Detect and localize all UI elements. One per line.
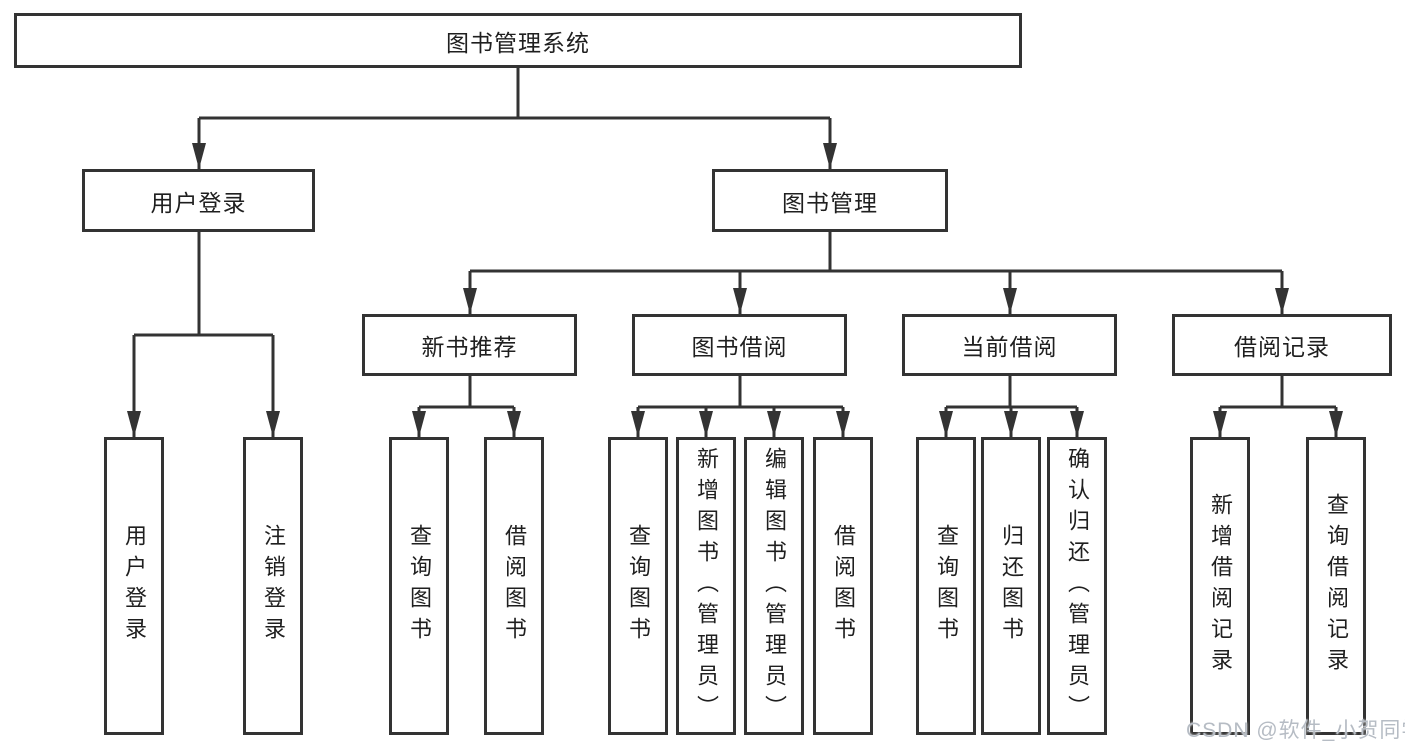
watermark-text: CSDN @软件_小贺同学 — [1186, 719, 1405, 742]
node-borrow-records: 借阅记录 — [1172, 314, 1392, 376]
leaf-br-query-borrow-record-label: 查询借阅记录 — [1324, 493, 1349, 679]
leaf-bb-query-books-label: 查询图书 — [626, 524, 651, 648]
leaf-cb-return-books: 归还图书 — [981, 437, 1041, 735]
connector-paths — [127, 68, 1343, 437]
leaf-bb-query-books: 查询图书 — [608, 437, 668, 735]
leaf-logout-login-label: 注销登录 — [261, 524, 286, 648]
leaf-bb-add-books-admin-label: 新增图书（管理员） — [694, 446, 719, 726]
leaf-nbr-borrow-books: 借阅图书 — [484, 437, 544, 735]
leaf-user-login: 用户登录 — [104, 437, 164, 735]
leaf-cb-return-books-label: 归还图书 — [999, 524, 1024, 648]
leaf-bb-borrow-books-label: 借阅图书 — [831, 524, 856, 648]
node-new-book-recommend: 新书推荐 — [362, 314, 577, 376]
node-current-borrow-label: 当前借阅 — [961, 334, 1058, 360]
leaf-logout-login: 注销登录 — [243, 437, 303, 735]
node-book-management-label: 图书管理 — [782, 189, 878, 216]
leaf-nbr-borrow-books-label: 借阅图书 — [502, 524, 527, 648]
node-borrow-records-label: 借阅记录 — [1234, 334, 1330, 360]
leaf-bb-edit-books-admin: 编辑图书（管理员） — [744, 437, 804, 735]
leaf-nbr-query-books: 查询图书 — [389, 437, 449, 735]
leaf-cb-confirm-return-admin-label: 确认归还（管理员） — [1065, 446, 1090, 726]
leaf-nbr-query-books-label: 查询图书 — [407, 524, 432, 648]
node-current-borrow: 当前借阅 — [902, 314, 1117, 376]
node-book-borrow: 图书借阅 — [632, 314, 847, 376]
leaf-cb-query-books-label: 查询图书 — [934, 524, 959, 648]
leaf-user-login-label: 用户登录 — [122, 524, 147, 648]
leaf-br-add-borrow-record: 新增借阅记录 — [1190, 437, 1250, 735]
leaf-bb-edit-books-admin-label: 编辑图书（管理员） — [762, 446, 787, 726]
node-user-login-label: 用户登录 — [150, 189, 247, 216]
leaf-br-add-borrow-record-label: 新增借阅记录 — [1208, 493, 1233, 679]
node-user-login: 用户登录 — [82, 169, 315, 232]
node-book-borrow-label: 图书借阅 — [691, 334, 788, 360]
leaf-cb-query-books: 查询图书 — [916, 437, 976, 735]
leaf-bb-borrow-books: 借阅图书 — [813, 437, 873, 735]
leaf-cb-confirm-return-admin: 确认归还（管理员） — [1047, 437, 1107, 735]
leaf-br-query-borrow-record: 查询借阅记录 — [1306, 437, 1366, 735]
node-book-management: 图书管理 — [712, 169, 948, 232]
node-root-label: 图书管理系统 — [446, 29, 590, 56]
node-new-book-recommend-label: 新书推荐 — [421, 334, 518, 360]
node-root: 图书管理系统 — [14, 13, 1022, 68]
leaf-bb-add-books-admin: 新增图书（管理员） — [676, 437, 736, 735]
